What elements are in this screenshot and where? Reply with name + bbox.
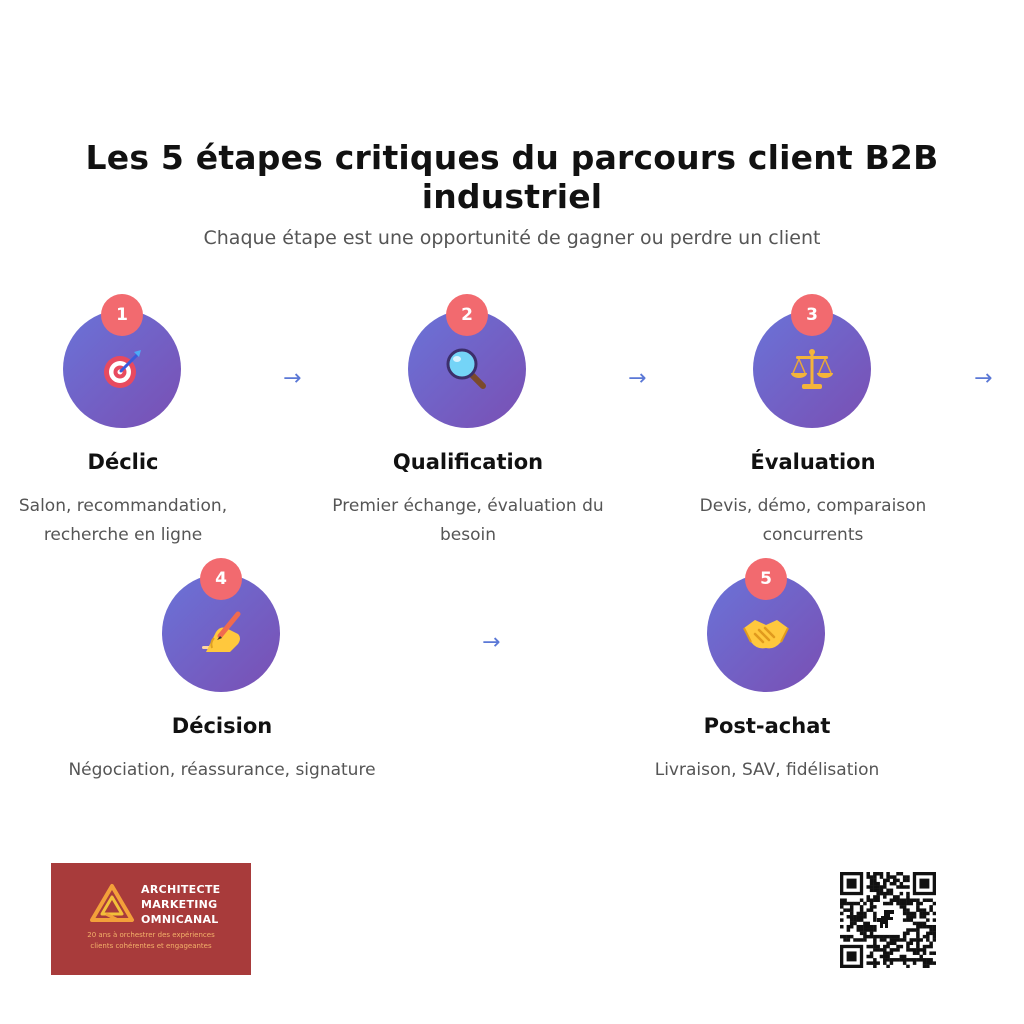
step-description: Salon, recommandation, recherche en lign… [18,496,228,545]
arrow-3-4: → [974,366,993,391]
writing-hand-icon [196,608,246,658]
step-description: Négociation, réassurance, signature [68,760,376,780]
step-title: Post-achat [703,714,831,738]
logo-line-3: OMNICANAL [141,913,219,926]
step-title: Déclic [87,450,159,474]
logo-line-1: ARCHITECTE [141,883,221,896]
page-subtitle: Chaque étape est une opportunité de gagn… [203,227,821,249]
qr-code-icon[interactable] [840,872,937,969]
logo-mark-icon [90,884,134,922]
magnifying-glass-icon [442,344,492,394]
logo-tagline-2: clients cohérentes et engageantes [90,942,212,950]
step-number-badge: 4 [200,558,242,600]
logo-tagline-1: 20 ans à orchestrer des expériences [87,931,215,939]
step-number-badge: 3 [791,294,833,336]
step-number-badge: 2 [446,294,488,336]
target-dart-icon [97,344,147,394]
step-title: Décision [171,714,273,738]
brand-logo: ARCHITECTE MARKETING OMNICANAL 20 ans à … [51,863,251,975]
step-number-badge: 1 [101,294,143,336]
step-description: Devis, démo, comparaison concurrents [699,496,927,545]
arrow-4-5: → [482,630,501,655]
step-description: Premier échange, évaluation du besoin [332,496,604,545]
balance-scale-icon [787,344,837,394]
step-title: Évaluation [750,450,876,474]
handshake-icon [741,608,791,658]
arrow-2-3: → [628,366,647,391]
page-title: Les 5 étapes critiques du parcours clien… [85,138,939,216]
step-number-badge: 5 [745,558,787,600]
logo-line-2: MARKETING [141,898,218,911]
arrow-1-2: → [283,366,302,391]
step-description: Livraison, SAV, fidélisation [654,760,880,780]
step-title: Qualification [392,450,544,474]
